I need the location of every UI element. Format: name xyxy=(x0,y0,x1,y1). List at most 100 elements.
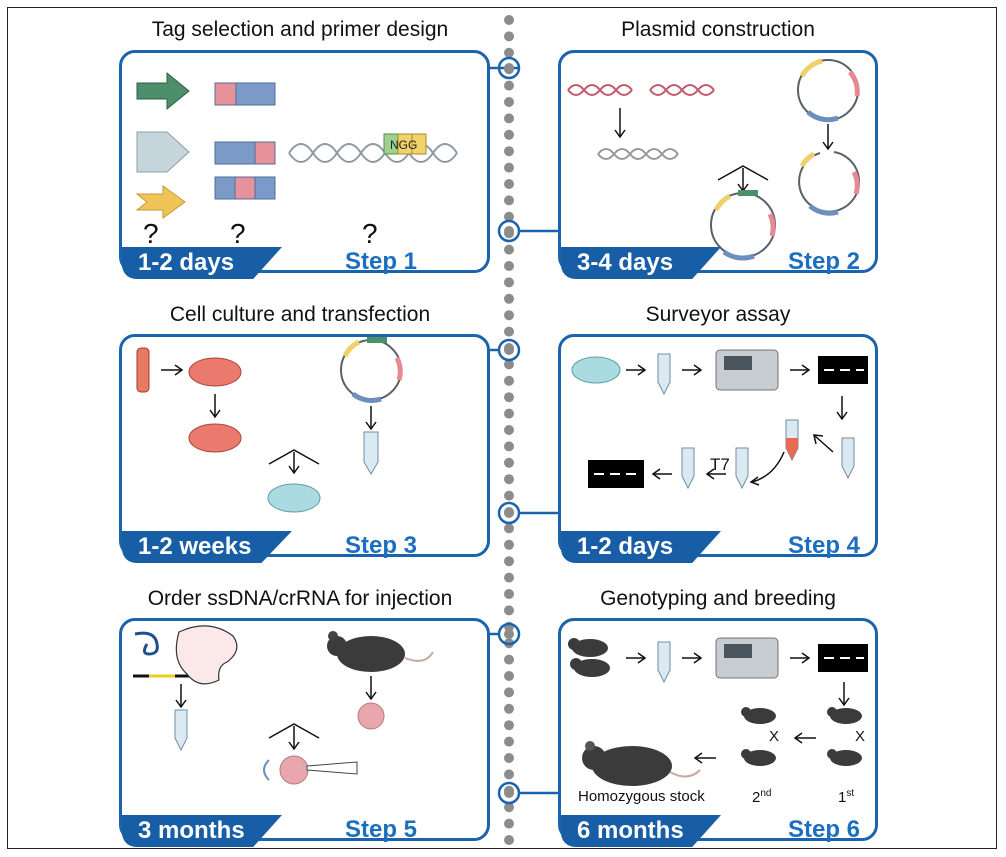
step3-illustration xyxy=(136,337,403,513)
timeline-dot xyxy=(504,671,514,681)
step6-label: Step 6 xyxy=(788,816,861,843)
plasmid-icon xyxy=(798,151,861,216)
plasmid-icon xyxy=(710,190,776,261)
step3-duration: 1-2 weeks xyxy=(122,531,292,563)
mouse-icon xyxy=(741,707,776,766)
timeline-dot xyxy=(504,572,514,583)
tube-icon xyxy=(657,641,671,684)
timeline-dot xyxy=(504,818,514,829)
tube-icon xyxy=(681,447,695,490)
timeline-dot xyxy=(504,97,514,107)
step6-duration: 6 months xyxy=(561,815,721,847)
ssdna-icon xyxy=(134,631,159,656)
timeline-dot xyxy=(504,261,514,271)
step4-label: Step 4 xyxy=(788,532,861,559)
timeline-dot xyxy=(504,129,514,140)
timeline-dot xyxy=(504,441,514,452)
step2-title: Plasmid construction xyxy=(621,18,815,41)
timeline-dot xyxy=(504,474,514,485)
timeline-dot xyxy=(504,179,514,189)
timeline-dot xyxy=(504,277,514,288)
thermocycler-icon xyxy=(715,637,779,679)
timeline-dot xyxy=(504,47,514,58)
step4-illustration xyxy=(571,349,868,490)
step2-duration: 3-4 days xyxy=(561,247,721,279)
homozygous-stock-label: Homozygous stock xyxy=(578,788,705,805)
timeline-dot xyxy=(504,589,514,599)
step4-duration: 1-2 days xyxy=(561,531,721,563)
timeline-dot xyxy=(504,425,514,435)
step5-duration: 3 months xyxy=(122,815,282,847)
tube-icon xyxy=(841,437,855,480)
dish-icon xyxy=(267,483,321,513)
question-mark: ? xyxy=(230,218,246,249)
pam-label: NGG xyxy=(390,138,417,152)
timeline-dot xyxy=(504,802,514,813)
timeline-dot xyxy=(504,654,514,665)
dish-icon xyxy=(571,356,621,384)
tube-icon xyxy=(735,447,749,490)
dna-helix-icon xyxy=(288,143,458,163)
timeline-dot xyxy=(504,310,514,321)
timeline-dot xyxy=(504,375,514,386)
vial-icon xyxy=(136,347,150,393)
timeline-dot xyxy=(504,753,514,763)
mouse-icon xyxy=(582,741,701,786)
timeline-dot xyxy=(504,80,514,91)
question-mark: ? xyxy=(362,218,378,249)
question-mark: ? xyxy=(143,218,159,249)
figure-frame xyxy=(7,7,997,849)
step5-label: Step 5 xyxy=(345,816,418,843)
step6-title: Genotyping and breeding xyxy=(600,587,836,610)
tube-icon xyxy=(174,709,188,752)
timeline-dot xyxy=(504,769,514,780)
timeline-dot xyxy=(504,736,514,747)
dish-icon xyxy=(188,423,242,453)
t7-label: T7 xyxy=(710,455,730,474)
timeline-dot xyxy=(504,720,514,731)
step1-label: Step 1 xyxy=(345,248,418,275)
timeline-dot xyxy=(504,211,514,222)
timeline-dot xyxy=(504,113,514,124)
timeline-dot xyxy=(504,146,514,157)
dish-icon xyxy=(188,357,242,387)
first-generation-label: 1st xyxy=(838,788,855,806)
step1-title: Tag selection and primer design xyxy=(151,18,449,41)
step4-title: Surveyor assay xyxy=(645,303,791,326)
step6-illustration xyxy=(568,637,868,786)
green-arrow-icon xyxy=(136,71,190,111)
timeline-dot xyxy=(504,15,514,25)
step1-duration: 1-2 days xyxy=(122,247,282,279)
timeline-dot xyxy=(504,195,514,206)
step5-illustration xyxy=(133,625,434,785)
tube-icon xyxy=(657,353,671,396)
step2-illustration xyxy=(567,58,861,261)
step2-label: Step 2 xyxy=(788,248,861,275)
timeline-dot xyxy=(504,490,514,501)
timeline-dot xyxy=(504,457,514,468)
timeline-dot xyxy=(504,605,514,616)
timeline-dot xyxy=(504,326,514,337)
mouse-icon xyxy=(327,631,434,672)
timeline-dot xyxy=(504,31,514,42)
thermocycler-icon xyxy=(715,349,779,391)
crrna-blob-icon xyxy=(175,625,238,685)
step3-title: Cell culture and transfection xyxy=(169,303,431,326)
microinjection-icon xyxy=(263,755,358,785)
timeline-dot xyxy=(504,408,514,419)
timeline-dot xyxy=(504,835,514,845)
timeline-dot xyxy=(504,293,514,304)
timeline-dot xyxy=(504,539,514,550)
timeline-dot xyxy=(504,392,514,403)
mouse-icon xyxy=(827,707,862,766)
step3-label: Step 3 xyxy=(345,532,418,559)
tube-icon xyxy=(363,431,379,475)
timeline-dot xyxy=(504,703,514,714)
pentagon-icon xyxy=(136,131,190,173)
embryo-icon xyxy=(357,702,385,730)
step2-panel xyxy=(558,50,878,273)
plasmid-icon xyxy=(340,337,403,403)
step5-title: Order ssDNA/crRNA for injection xyxy=(147,587,453,610)
